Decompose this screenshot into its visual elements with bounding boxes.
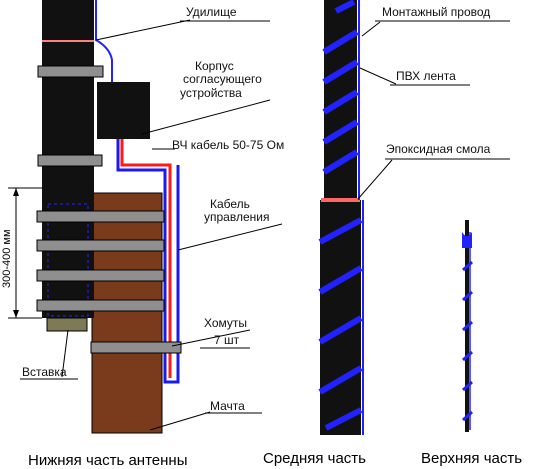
middle-rod-lower — [320, 200, 361, 435]
label-clamps-1: Хомуты — [204, 316, 247, 330]
clamp-5 — [36, 269, 165, 282]
leader-insert — [61, 329, 69, 378]
leader-mounting-wire — [361, 21, 381, 37]
leader-rod — [95, 19, 191, 41]
label-clamps-2: 7 шт — [214, 333, 240, 347]
label-housing-2: согласующего — [183, 72, 262, 86]
caption-middle: Средняя часть — [263, 450, 366, 467]
upper-tape-spiral — [462, 260, 473, 422]
epoxy-joint — [321, 198, 360, 202]
leader-housing — [141, 99, 271, 135]
label-rod: Удилище — [186, 5, 237, 19]
label-control-2: управления — [204, 210, 269, 224]
clamp-3 — [36, 210, 165, 223]
caption-upper: Верхняя часть — [421, 450, 522, 467]
rf-cable — [120, 139, 172, 378]
upper-part-drawing — [462, 220, 473, 432]
leader-control — [177, 223, 283, 251]
leader-pvc-tape — [359, 67, 397, 85]
insert-block — [46, 317, 88, 332]
label-rf-cable: ВЧ кабель 50-75 Ом — [172, 138, 284, 152]
clamp-7 — [90, 341, 182, 354]
leader-mast — [149, 411, 211, 431]
label-insert: Вставка — [22, 365, 67, 379]
label-housing-3: устройства — [180, 86, 242, 100]
clamp-6 — [36, 299, 165, 312]
label-mounting-wire: Монтажный провод — [382, 5, 490, 19]
label-housing-1: Корпус — [195, 59, 234, 73]
middle-part-drawing: Монтажный провод ПВХ лента Эпоксидная см… — [318, 0, 510, 435]
upper-tip-loop — [462, 232, 472, 248]
clamp-2 — [37, 154, 103, 167]
label-epoxy: Эпоксидная смола — [386, 142, 491, 156]
clamp-4 — [36, 239, 165, 252]
rod-upper — [46, 0, 90, 42]
leader-epoxy — [357, 159, 393, 200]
dimension-label: 300-400 мм — [1, 229, 13, 288]
insert-dashed-outline — [47, 203, 89, 317]
label-mast: Мачта — [210, 399, 245, 413]
leader-clamps — [171, 329, 251, 347]
caption-lower: Нижняя часть антенны — [28, 452, 187, 469]
pvc-tape-upper — [322, 0, 359, 175]
label-pvc-tape: ПВХ лента — [396, 69, 456, 83]
mast — [91, 192, 163, 434]
matching-unit-housing — [97, 82, 150, 139]
pvc-tape-lower — [318, 217, 363, 431]
clamp-1 — [37, 65, 104, 78]
lower-part-drawing: 300-400 мм Удилище Корпус согласующего у… — [1, 0, 284, 434]
dimension-marker — [8, 187, 42, 319]
label-control-1: Кабель — [210, 197, 250, 211]
